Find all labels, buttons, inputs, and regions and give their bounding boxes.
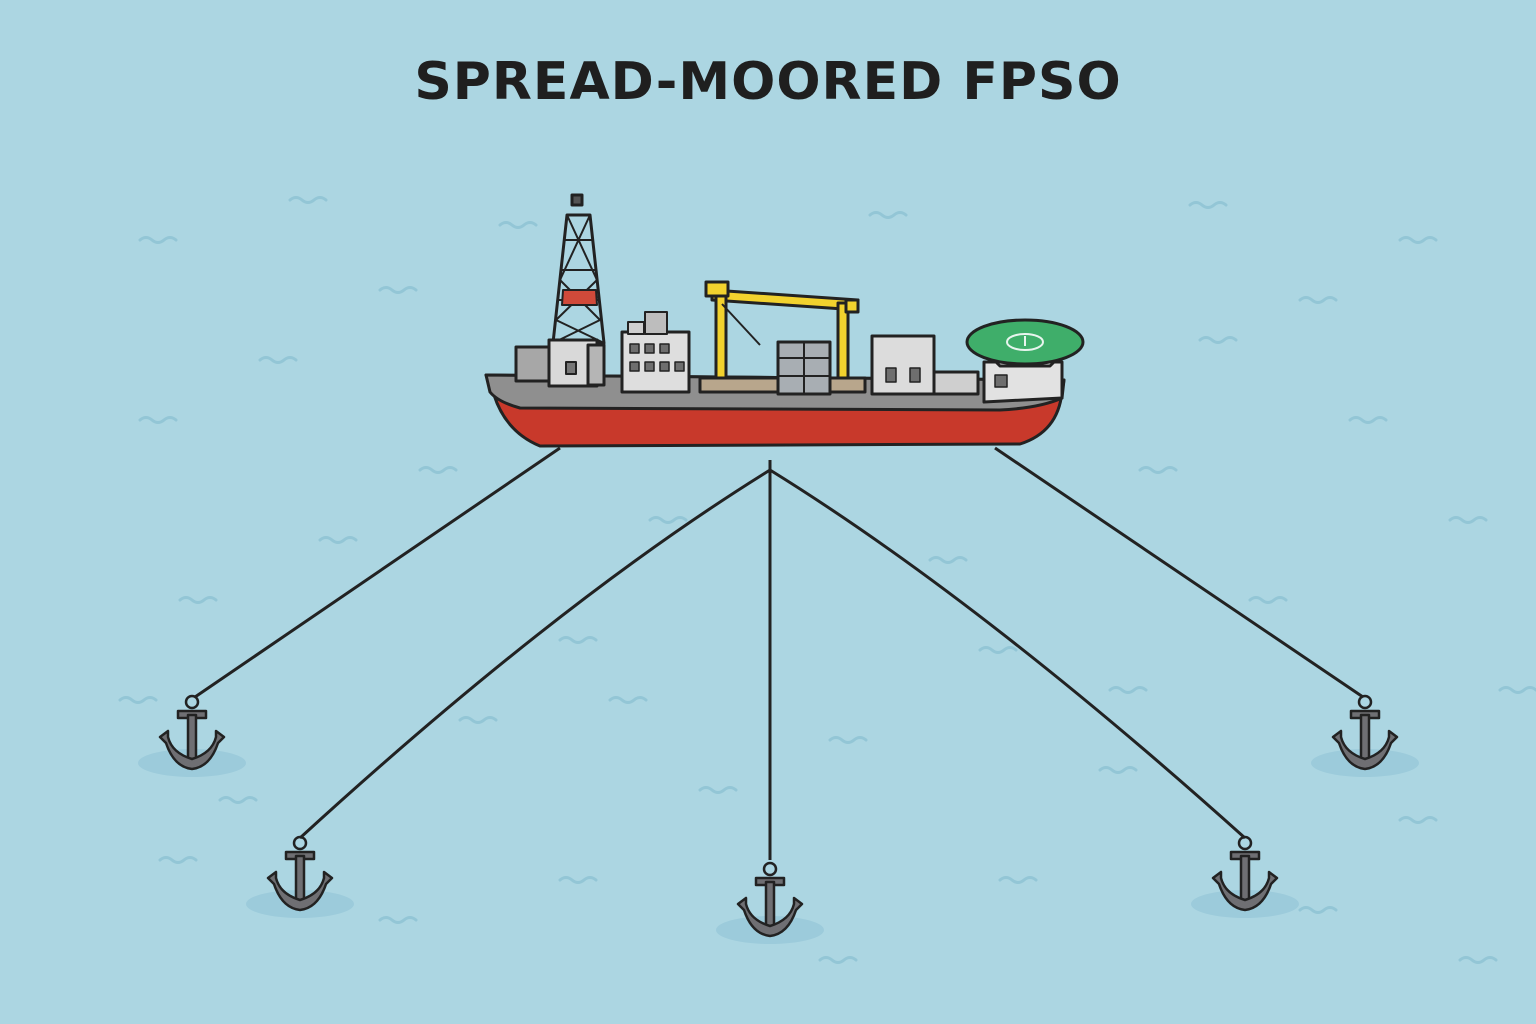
wave xyxy=(258,356,298,364)
wave xyxy=(498,221,538,229)
wave xyxy=(1188,201,1228,209)
wave xyxy=(1098,766,1138,774)
window xyxy=(909,367,921,383)
wave xyxy=(318,536,358,544)
helideck-icon xyxy=(965,318,1085,368)
wave xyxy=(698,786,738,794)
fpso-ship xyxy=(484,193,1085,448)
wave xyxy=(158,856,198,864)
mooring-line-1 xyxy=(194,446,561,699)
wave xyxy=(1298,296,1338,304)
module-vent-2 xyxy=(644,311,668,335)
wave xyxy=(1398,816,1438,824)
wave xyxy=(1198,336,1238,344)
wave xyxy=(1348,416,1388,424)
wave xyxy=(138,416,178,424)
wave xyxy=(1108,686,1148,694)
wave xyxy=(1138,466,1178,474)
wave xyxy=(648,516,688,524)
wave xyxy=(178,596,218,604)
wave xyxy=(1498,686,1536,694)
wave xyxy=(868,211,908,219)
wave xyxy=(118,696,158,704)
wave xyxy=(138,236,178,244)
wave xyxy=(818,956,858,964)
wave xyxy=(1298,906,1338,914)
mooring-lines xyxy=(194,446,1364,860)
mooring-line-2 xyxy=(298,468,771,840)
module-windows xyxy=(629,343,685,372)
wave xyxy=(1458,956,1498,964)
mooring-line-4 xyxy=(769,468,1247,840)
wave xyxy=(558,636,598,644)
wave xyxy=(828,736,868,744)
aft-module-2 xyxy=(932,370,980,396)
sea-waves xyxy=(118,196,1536,964)
wave xyxy=(558,876,598,884)
diagram-title: SPREAD-MOORED FPSO xyxy=(414,52,1122,112)
anchor-icon xyxy=(138,694,246,777)
anchor-icon xyxy=(246,835,354,918)
wave xyxy=(458,716,498,724)
anchors xyxy=(138,694,1419,944)
derrick-tower xyxy=(551,193,606,345)
module-left-3 xyxy=(586,343,606,387)
wave xyxy=(978,646,1018,654)
mooring-line-5 xyxy=(994,446,1364,699)
wave xyxy=(418,466,458,474)
wave xyxy=(218,796,258,804)
wave xyxy=(608,696,648,704)
anchor-icon xyxy=(1311,694,1419,777)
wave xyxy=(1398,236,1438,244)
aft-module xyxy=(870,334,936,396)
window xyxy=(885,367,897,383)
wave xyxy=(378,916,418,924)
wave xyxy=(928,556,968,564)
window xyxy=(994,374,1008,388)
wave xyxy=(378,286,418,294)
wave xyxy=(1448,516,1488,524)
anchor-icon xyxy=(1191,835,1299,918)
module-vent xyxy=(627,321,645,335)
window xyxy=(565,361,577,375)
wave xyxy=(288,196,328,204)
wave xyxy=(1248,596,1288,604)
wave xyxy=(998,876,1038,884)
anchor-icon xyxy=(716,861,824,944)
